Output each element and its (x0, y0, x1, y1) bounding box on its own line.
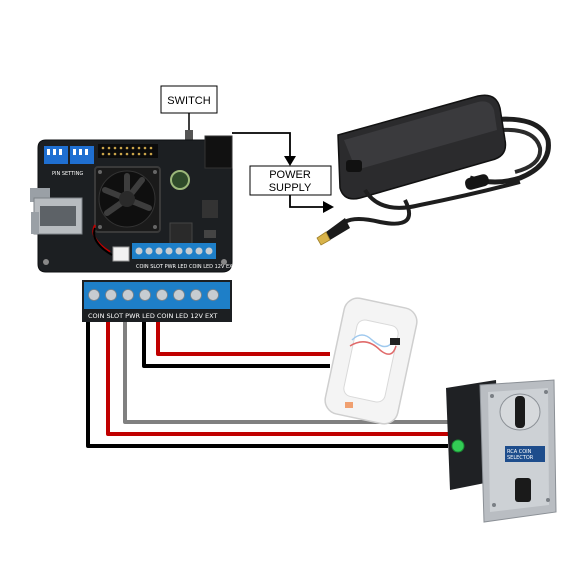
power-supply-label-line2: SUPPLY (269, 182, 312, 194)
wires (86, 322, 448, 448)
switch-label: SWITCH (167, 95, 210, 107)
wire-black-acceptor (86, 322, 448, 448)
power-supply (316, 94, 551, 246)
controller-board: PIN SETTING (30, 130, 236, 273)
coin-acceptor-label-line2: SELECTOR (507, 455, 534, 461)
fan-connector (112, 246, 130, 262)
dc-jack (204, 135, 233, 169)
wire-red-acceptor (106, 322, 448, 436)
coin-acceptor-icon: RCA COIN SELECTOR (446, 379, 557, 523)
ethernet-port-icon (30, 188, 83, 235)
arrow-to-plug (289, 195, 334, 213)
board-terminal-strip: COIN SLOT PWR LED COIN LED 12V EXT (132, 243, 236, 270)
fan-icon (94, 166, 161, 233)
board-header-label: COIN SLOT PWR LED COIN LED 12V EXT (136, 264, 236, 270)
wire-red-led (156, 322, 330, 356)
coin-acceptor-label-line1: RCA COIN (507, 449, 532, 455)
led-bezel-icon (324, 297, 418, 425)
barrel-plug-icon (316, 218, 350, 246)
slide-switch (185, 130, 193, 142)
inductor (169, 222, 193, 246)
terminal-label: COIN SLOT PWR LED COIN LED 12V EXT (88, 312, 217, 320)
arrow-to-power-supply (232, 132, 296, 166)
pin-setting-label: PIN SETTING (52, 171, 83, 177)
power-supply-label-box: POWER SUPPLY (249, 165, 332, 196)
capacitor (170, 170, 190, 190)
dip-switch-icon (44, 146, 94, 164)
terminal-block: COIN SLOT PWR LED COIN LED 12V EXT (82, 280, 232, 322)
switch-label-box: SWITCH (160, 85, 218, 114)
wire-black-led (142, 322, 330, 368)
wire-gray-acceptor (123, 322, 448, 424)
power-supply-label-line1: POWER (269, 169, 311, 181)
pin-header (98, 144, 158, 158)
